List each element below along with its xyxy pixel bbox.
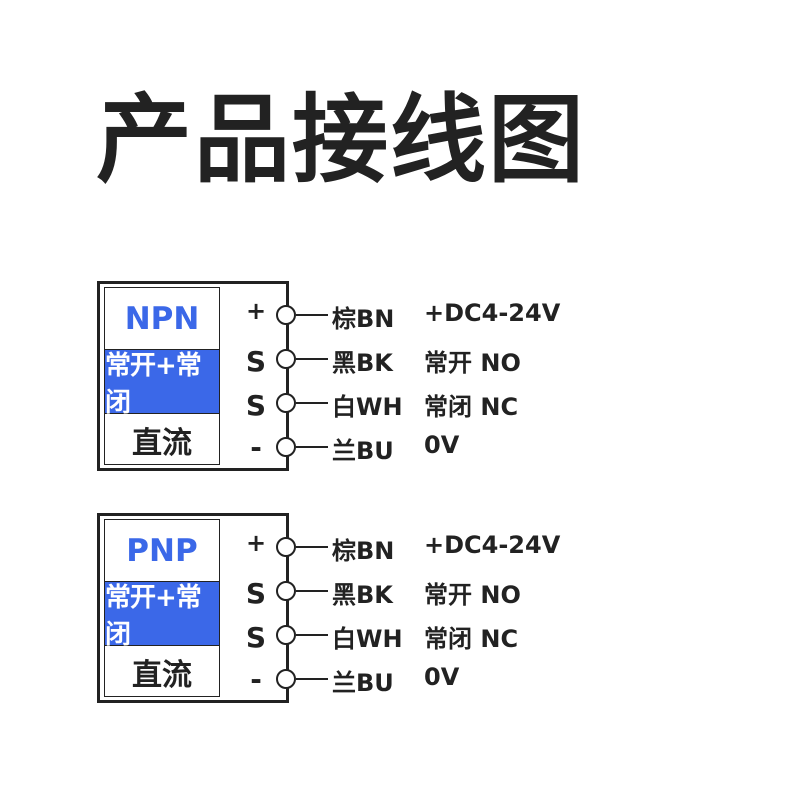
page-title: 产品接线图 (96, 84, 586, 196)
wire-color-label: 棕BN (332, 537, 395, 565)
wire-color-label: 黑BK (332, 581, 393, 609)
pnp-wiring-diagram: PNP 常开+常闭 直流 + 棕BN +DC4-24V S 黑BK 常开 NO … (0, 513, 800, 713)
terminal-icon (276, 437, 296, 457)
terminal-icon (276, 625, 296, 645)
npn-wiring-diagram: NPN 常开+常闭 直流 + 棕BN +DC4-24V S 黑BK 常开 NO … (0, 281, 800, 481)
current-type-label: 直流 (132, 658, 192, 693)
sensor-body: PNP 常开+常闭 直流 (97, 513, 289, 703)
terminal-icon (276, 393, 296, 413)
pin-function-label: 常开 NO (424, 581, 521, 609)
pin-function-label: +DC4-24V (424, 531, 561, 559)
pin-symbol: + (245, 529, 267, 557)
pin-symbol: + (245, 297, 267, 325)
sensor-body: NPN 常开+常闭 直流 (97, 281, 289, 471)
pin-symbol: S (245, 577, 267, 610)
pin-function-label: 常闭 NC (424, 625, 519, 653)
pin-symbol: - (250, 431, 262, 464)
pin-row-black: S 黑BK 常开 NO (0, 339, 800, 379)
output-type-label: PNP (105, 520, 219, 582)
sensor-label-panel: PNP 常开+常闭 直流 (104, 519, 220, 697)
lead-wire (296, 402, 328, 404)
pin-row-blue: - 兰BU 0V (0, 427, 800, 467)
wire-color-label: 白WH (332, 393, 403, 421)
pin-row-brown: + 棕BN +DC4-24V (0, 527, 800, 567)
pin-row-white: S 白WH 常闭 NC (0, 383, 800, 423)
switch-mode-label: 常开+常闭 (105, 582, 219, 650)
pin-symbol: S (245, 621, 267, 654)
lead-wire (296, 590, 328, 592)
pin-symbol: S (245, 345, 267, 378)
terminal-icon (276, 305, 296, 325)
wire-color-label: 白WH (332, 625, 403, 653)
pin-row-brown: + 棕BN +DC4-24V (0, 295, 800, 335)
pin-function-label: 常开 NO (424, 349, 521, 377)
wire-color-label: 兰BU (332, 437, 394, 465)
sensor-label-panel: NPN 常开+常闭 直流 (104, 287, 220, 465)
wire-color-label: 棕BN (332, 305, 395, 333)
current-type-label: 直流 (132, 426, 192, 461)
lead-wire (296, 678, 328, 680)
pin-function-label: 0V (424, 663, 460, 691)
pin-function-label: 0V (424, 431, 460, 459)
terminal-icon (276, 581, 296, 601)
lead-wire (296, 546, 328, 548)
pin-function-label: +DC4-24V (424, 299, 561, 327)
lead-wire (296, 634, 328, 636)
wire-color-label: 黑BK (332, 349, 393, 377)
lead-wire (296, 358, 328, 360)
pin-symbol: S (245, 389, 267, 422)
pin-symbol: - (250, 663, 262, 696)
lead-wire (296, 446, 328, 448)
pin-row-black: S 黑BK 常开 NO (0, 571, 800, 611)
output-type-label: NPN (105, 288, 219, 350)
pin-row-blue: - 兰BU 0V (0, 659, 800, 699)
switch-mode-label: 常开+常闭 (105, 350, 219, 418)
lead-wire (296, 314, 328, 316)
terminal-icon (276, 537, 296, 557)
pin-function-label: 常闭 NC (424, 393, 519, 421)
terminal-icon (276, 349, 296, 369)
wire-color-label: 兰BU (332, 669, 394, 697)
terminal-icon (276, 669, 296, 689)
pin-row-white: S 白WH 常闭 NC (0, 615, 800, 655)
